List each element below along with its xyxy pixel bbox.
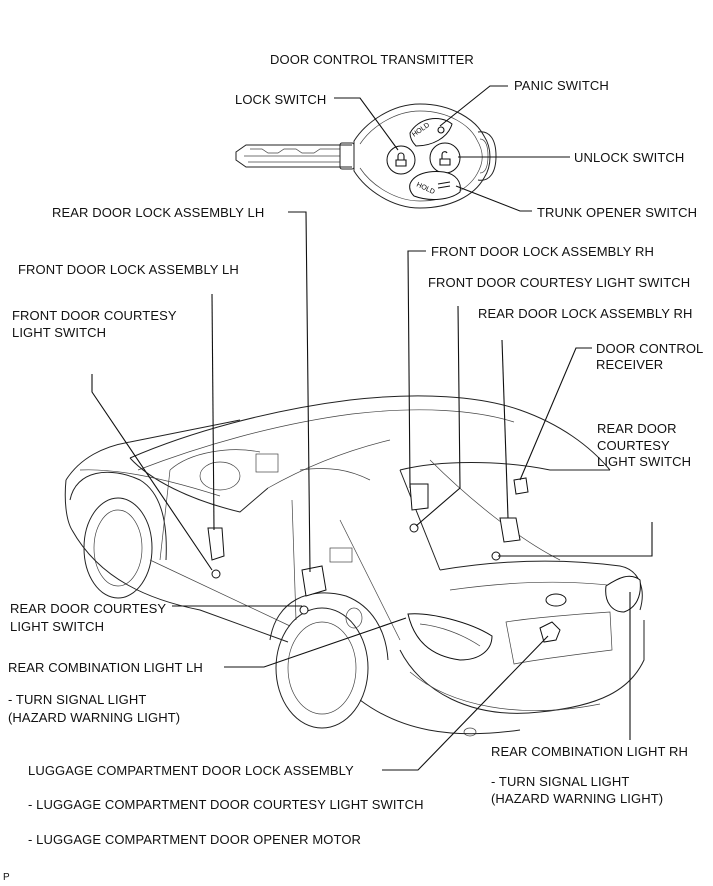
trunk-opener-button (409, 171, 461, 200)
label-panic-switch: PANIC SWITCH (514, 78, 609, 93)
rear-door-lock-rh-part (499, 517, 521, 543)
label-luggage-compartment-opener-motor: - LUGGAGE COMPARTMENT DOOR OPENER MOTOR (28, 832, 362, 847)
label-rear-combination-light-rh: REAR COMBINATION LIGHT RH (491, 744, 689, 759)
label-luggage-compartment-courtesy: - LUGGAGE COMPARTMENT DOOR COURTESY LIGH… (28, 797, 424, 812)
label-rear-door-courtesy-rh-line1: REAR DOOR (597, 421, 677, 436)
label-front-door-lock-rh: FRONT DOOR LOCK ASSEMBLY RH (431, 244, 655, 259)
label-front-door-courtesy-lh-line2: LIGHT SWITCH (12, 325, 107, 340)
rear-door-lock-lh-part (301, 565, 327, 597)
label-turn-signal-rh-line2: (HAZARD WARNING LIGHT) (491, 791, 664, 806)
front-door-lock-lh-part (207, 527, 225, 561)
front-door-courtesy-lh-part (211, 569, 221, 579)
luggage-lock-part (539, 621, 561, 643)
label-trunk-opener-switch: TRUNK OPENER SWITCH (537, 205, 698, 220)
label-rear-door-lock-lh: REAR DOOR LOCK ASSEMBLY LH (52, 205, 265, 220)
rear-door-courtesy-lh-part (299, 605, 309, 615)
label-lock-switch: LOCK SWITCH (235, 92, 327, 107)
rear-combination-light-rh-illustration (605, 575, 641, 613)
vehicle-illustration (64, 395, 645, 737)
label-rear-door-courtesy-lh-line1: REAR DOOR COURTESY (10, 601, 167, 616)
label-turn-signal-rh-line1: - TURN SIGNAL LIGHT (491, 774, 630, 789)
label-unlock-switch: UNLOCK SWITCH (574, 150, 685, 165)
leader-lines (91, 85, 653, 771)
label-front-door-courtesy-rh: FRONT DOOR COURTESY LIGHT SWITCH (428, 275, 691, 290)
label-rear-door-courtesy-rh-line2: COURTESY (597, 438, 670, 453)
label-luggage-compartment-lock: LUGGAGE COMPARTMENT DOOR LOCK ASSEMBLY (28, 763, 354, 778)
label-door-control-transmitter: DOOR CONTROL TRANSMITTER (270, 52, 474, 67)
label-rear-door-courtesy-lh-line2: LIGHT SWITCH (10, 619, 105, 634)
door-control-receiver-part (513, 477, 529, 495)
label-rear-door-courtesy-rh-line3: LIGHT SWITCH (597, 454, 692, 469)
rear-combination-light-lh-illustration (407, 613, 493, 661)
label-front-door-lock-lh: FRONT DOOR LOCK ASSEMBLY LH (18, 262, 239, 277)
front-door-lock-rh-part (409, 483, 429, 511)
label-door-control-receiver-line2: RECEIVER (596, 357, 664, 372)
label-turn-signal-lh-line1: - TURN SIGNAL LIGHT (8, 692, 147, 707)
corner-mark: P (3, 872, 10, 883)
label-rear-door-lock-rh: REAR DOOR LOCK ASSEMBLY RH (478, 306, 693, 321)
unlock-button (429, 142, 461, 174)
label-turn-signal-lh-line2: (HAZARD WARNING LIGHT) (8, 710, 181, 725)
label-door-control-receiver-line1: DOOR CONTROL (596, 341, 704, 356)
label-front-door-courtesy-lh-line1: FRONT DOOR COURTESY (12, 308, 177, 323)
door-control-transmitter-illustration: HOLD HOLD (235, 103, 497, 209)
label-rear-combination-light-lh: REAR COMBINATION LIGHT LH (8, 660, 203, 675)
